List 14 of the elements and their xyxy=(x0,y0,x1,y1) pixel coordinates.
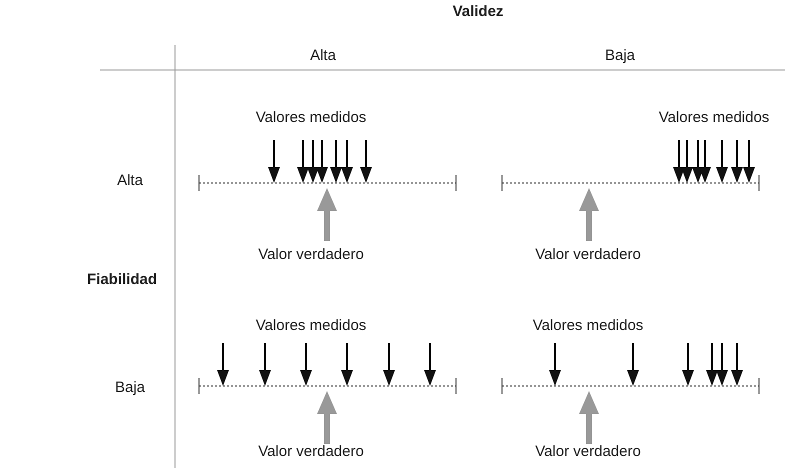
measured-values-label: Valores medidos xyxy=(532,317,644,335)
measured-values-label: Valores medidos xyxy=(256,109,366,127)
true-value-label: Valor verdadero xyxy=(258,443,364,461)
true-value-label: Valor verdadero xyxy=(535,246,641,264)
column-header: Alta xyxy=(310,47,336,65)
measured-values-label: Valores medidos xyxy=(256,317,366,335)
row-header: Alta xyxy=(117,172,143,190)
true-value-label: Valor verdadero xyxy=(535,443,641,461)
axis-title: Validez xyxy=(452,3,504,21)
column-header: Baja xyxy=(604,47,636,65)
axis-title: Fiabilidad xyxy=(87,271,157,289)
row-header: Baja xyxy=(114,379,146,397)
measured-values-label: Valores medidos xyxy=(658,109,770,127)
true-value-label: Valor verdadero xyxy=(258,246,364,264)
